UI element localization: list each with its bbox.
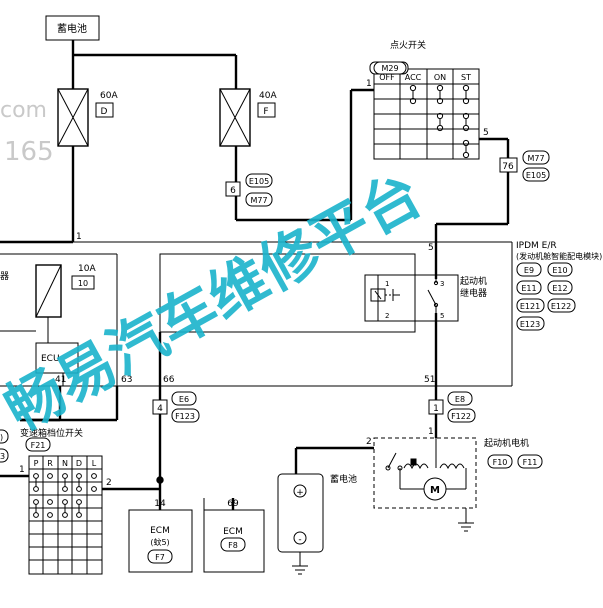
fuse-40a-rating: 40A xyxy=(259,91,277,101)
ecm1-pin: 14 xyxy=(154,499,166,509)
ign-pin-out: 5 xyxy=(483,128,489,138)
watermark-corner-b: 165 xyxy=(4,137,54,167)
conn-c-pin: 4 xyxy=(157,404,163,414)
fuse-10a-code: 10 xyxy=(78,279,88,288)
conn-c-code-2: F123 xyxy=(175,412,195,421)
range-pos-r: R xyxy=(47,459,53,468)
conn-b-code-1: M77 xyxy=(527,154,544,163)
ipdm-pin-1: 1 xyxy=(76,232,82,242)
fuse-60a-rating: 60A xyxy=(100,91,118,101)
starter-pin-1: 1 xyxy=(428,427,434,437)
ecm1-name: ECM xyxy=(150,526,170,536)
ipdm-title: IPDM E/R xyxy=(516,241,557,251)
ignition-switch-title: 点火开关 xyxy=(390,39,426,51)
range-pos-d: D xyxy=(76,459,82,468)
range-switch-title: 变速箱档位开关 xyxy=(20,427,83,439)
conn-c-code-1: E6 xyxy=(179,395,189,404)
ecm-module-2 xyxy=(203,498,265,573)
ipdm-conn-e10: E10 xyxy=(552,266,567,275)
starter-title: 起动机电机 xyxy=(484,437,529,449)
ign-pos-st: ST xyxy=(461,73,471,82)
watermark: com 165 畅易汽车维修平台 xyxy=(0,98,433,444)
relay-label-2: 继电器 xyxy=(460,287,487,299)
battery-bottom-label: 蓄电池 xyxy=(330,473,357,485)
ign-pos-acc: ACC xyxy=(405,73,422,82)
ecm2-connector: F8 xyxy=(228,541,238,550)
fuse-40a-code: F xyxy=(263,107,268,117)
ign-pin-in: 1 xyxy=(366,79,372,89)
ecm2-pin: 69 xyxy=(227,499,239,509)
ipdm-conn-e121: E121 xyxy=(520,302,540,311)
conn-a-code-2: M77 xyxy=(250,196,267,205)
conn-b-code-2: E105 xyxy=(526,171,546,180)
ipdm-connector-boxes xyxy=(516,262,576,331)
connector-m77-e105-pin6 xyxy=(225,181,241,197)
starter-conn-f11: F11 xyxy=(523,458,538,467)
conn-d-pin: 1 xyxy=(433,404,439,414)
range-pin-2: 2 xyxy=(106,478,112,488)
relay-label-1: 起动机 xyxy=(460,275,487,287)
relay-pin-5: 5 xyxy=(440,312,444,320)
range-switch-contacts xyxy=(33,473,97,518)
ipdm-pin-66: 66 xyxy=(163,375,175,385)
ign-pos-off: OFF xyxy=(379,73,395,82)
fuse-60a-code: D xyxy=(101,107,108,117)
ipdm-module xyxy=(0,241,513,387)
conn-d-code-1: E8 xyxy=(455,395,465,404)
ipdm-conn-e9: E9 xyxy=(524,266,534,275)
conn-d-code-2: F122 xyxy=(451,412,471,421)
ecm-module-1 xyxy=(128,498,193,573)
fuse-10a-rating: 10A xyxy=(78,264,96,274)
battery-minus: - xyxy=(298,535,301,545)
ecm2-name: ECM xyxy=(223,527,243,537)
ipdm-pin-5: 5 xyxy=(428,243,434,253)
range-switch xyxy=(28,455,103,575)
ipdm-conn-e12: E12 xyxy=(552,284,567,293)
ipdm-conn-e11: E11 xyxy=(521,284,536,293)
battery-plus: + xyxy=(296,488,304,498)
watermark-corner-a: com xyxy=(0,98,47,123)
range-pos-n: N xyxy=(62,459,68,468)
range-pos-p: P xyxy=(34,459,39,468)
conn-a-pin: 6 xyxy=(230,186,236,196)
conn-b-pin: 76 xyxy=(502,162,514,172)
range-pos-l: L xyxy=(92,459,97,468)
ipdm-pin-41: 41 xyxy=(55,375,66,385)
starter-pin-2: 2 xyxy=(366,437,372,447)
starter-conn-f10: F10 xyxy=(493,458,508,467)
ecm1-sub: (蚊5) xyxy=(150,537,169,547)
ipdm-conn-e122: E122 xyxy=(551,302,571,311)
ipdm-conn-e123: E123 xyxy=(520,320,540,329)
relay-pin-3: 3 xyxy=(440,280,444,288)
relay-pin-2: 2 xyxy=(385,312,389,320)
conn-a-code-1: E105 xyxy=(249,177,269,186)
ignition-switch-connector: M29 xyxy=(381,64,398,73)
motor-symbol: M xyxy=(430,485,440,496)
ipdm-pin-63: 63 xyxy=(121,375,132,385)
left-cut-tag-a: ) xyxy=(0,433,3,442)
relay-pin-1: 1 xyxy=(385,280,389,288)
range-pin-1: 1 xyxy=(19,465,25,475)
watermark-main: 畅易汽车维修平台 xyxy=(0,160,433,444)
left-cut-tag-b: 3 xyxy=(0,452,5,461)
battery-top-label: 蓄电池 xyxy=(57,22,87,35)
starter-motor xyxy=(373,437,477,509)
ipdm-pin-51: 51 xyxy=(424,375,435,385)
ecm1-connector: F7 xyxy=(155,553,165,562)
ipdm-left-cut: 器 xyxy=(0,271,9,282)
range-switch-connector: F21 xyxy=(31,441,46,450)
ipdm-subtitle: (发动机舱智能配电模块) xyxy=(516,251,602,261)
ignition-switch xyxy=(369,61,480,160)
ign-pos-on: ON xyxy=(434,73,446,82)
ecu-label: ECU xyxy=(41,354,60,364)
